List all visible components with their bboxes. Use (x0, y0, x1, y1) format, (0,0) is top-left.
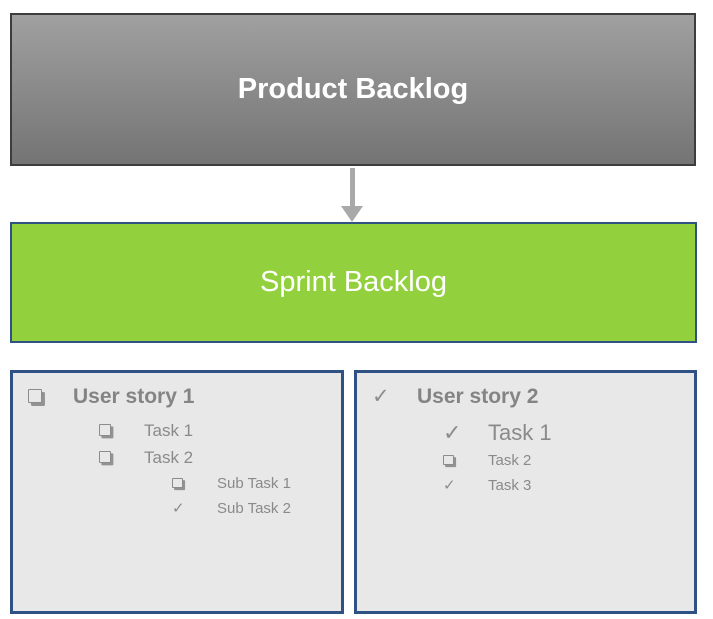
checkbox-icon (443, 448, 488, 473)
check-icon (443, 417, 488, 448)
check-icon (172, 496, 217, 521)
subtask-label: Sub Task 2 (217, 500, 291, 517)
checkbox-icon (172, 471, 217, 496)
task-row: Task 1 (357, 417, 694, 448)
checkbox-icon (28, 383, 73, 410)
check-icon (443, 473, 488, 498)
task-label: Task 3 (488, 477, 532, 494)
user-story-2-card: User story 2 Task 1 Task 2 Task 3 (354, 370, 697, 614)
down-arrow-icon (341, 206, 363, 222)
task-label: Task 2 (488, 452, 532, 469)
user-story-title: User story 2 (417, 385, 539, 408)
user-story-title: User story 1 (73, 385, 195, 408)
product-backlog-label: Product Backlog (237, 73, 469, 105)
sprint-backlog-box: Sprint Backlog (10, 222, 697, 343)
checkbox-icon (99, 444, 144, 471)
task-row: Task 3 (357, 473, 694, 498)
sprint-backlog-label: Sprint Backlog (260, 266, 447, 298)
task-row: Task 1 (13, 417, 341, 444)
task-row: Task 2 (13, 444, 341, 471)
down-arrow-line (350, 168, 355, 206)
user-story-row: User story 2 (357, 383, 694, 410)
task-label: Task 1 (144, 421, 194, 440)
product-backlog-box: Product Backlog (10, 13, 696, 166)
task-row: Task 2 (357, 448, 694, 473)
user-story-1-card: User story 1 Task 1 Task 2 Sub Task 1 Su… (10, 370, 344, 614)
subtask-row: Sub Task 2 (13, 496, 341, 521)
task-label: Task 1 (488, 420, 552, 445)
user-story-row: User story 1 (13, 383, 341, 410)
checkbox-icon (99, 417, 144, 444)
subtask-row: Sub Task 1 (13, 471, 341, 496)
subtask-label: Sub Task 1 (217, 475, 291, 492)
check-icon (372, 383, 417, 410)
task-label: Task 2 (144, 448, 194, 467)
